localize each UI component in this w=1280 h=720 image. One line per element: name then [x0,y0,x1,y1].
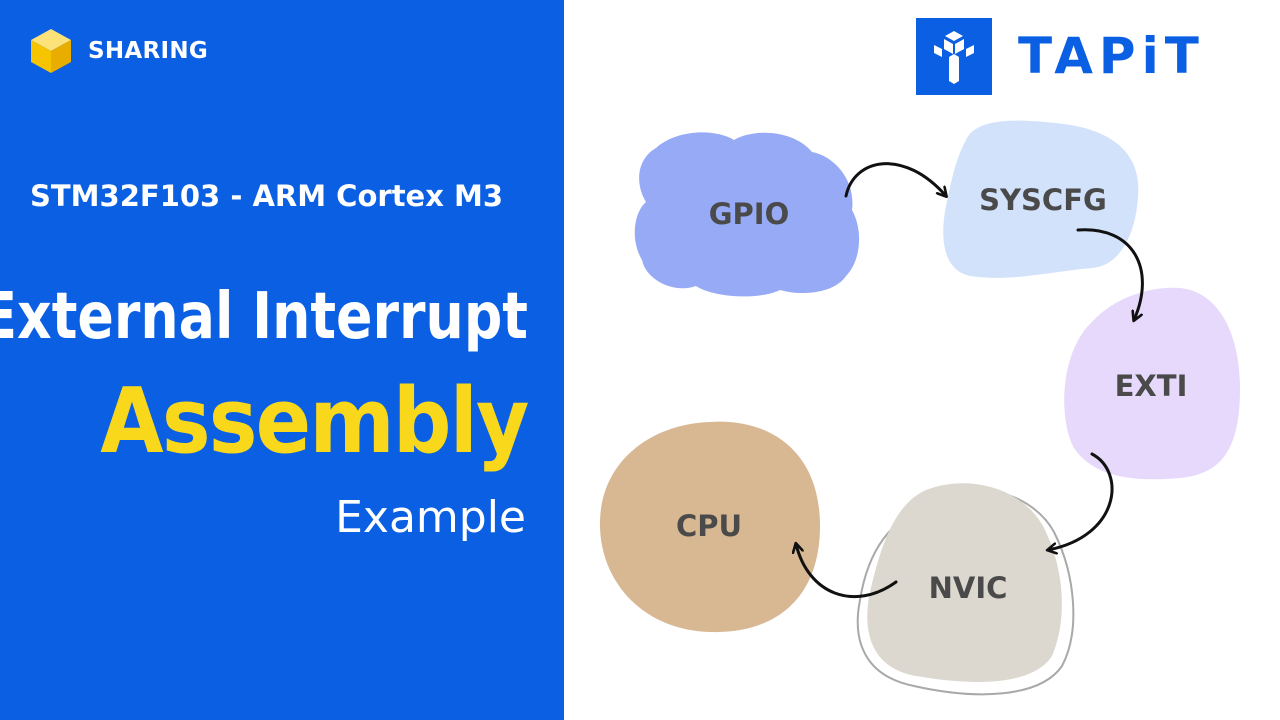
node-gpio-label: GPIO [708,197,790,231]
interrupt-flow-diagram: GPIO SYSCFG EXTI NVIC CPU [564,100,1280,720]
cube-icon [31,29,71,73]
tapit-wordmark: TAPiT [1018,27,1205,85]
category-tag-label: SHARING [88,38,209,64]
node-exti-shape [1064,287,1240,480]
arrow-nvic-to-cpu [796,544,898,599]
node-cpu-shape [599,421,820,633]
title-line-2: Assembly [100,369,530,474]
node-syscfg-label: SYSCFG [979,183,1107,217]
tapit-logo-mark [916,18,992,95]
node-nvic-shape [867,483,1062,682]
node-syscfg-shape [943,120,1139,278]
node-exti-label: EXTI [1114,369,1188,403]
arrow-exti-to-nvic [1048,452,1114,550]
arrow-gpio-to-syscfg [844,162,946,196]
title-line-3: Example [335,492,526,543]
subtitle: STM32F103 - ARM Cortex M3 [30,179,504,213]
node-nvic-outline [856,488,1075,696]
node-gpio-shape [634,132,860,297]
logo-glyph-icon [934,30,974,84]
title-line-1: External Interrupt [0,280,528,354]
diagram-canvas [599,120,1240,696]
title-banner: SHARING STM32F103 - ARM Cortex M3 Extern… [0,0,564,720]
arrow-syscfg-to-exti [1076,228,1144,320]
node-nvic-label: NVIC [928,571,1008,605]
category-tag: SHARING [30,28,208,74]
node-cpu-label: CPU [675,509,743,543]
brand-logo: TAPiT [916,18,1205,95]
